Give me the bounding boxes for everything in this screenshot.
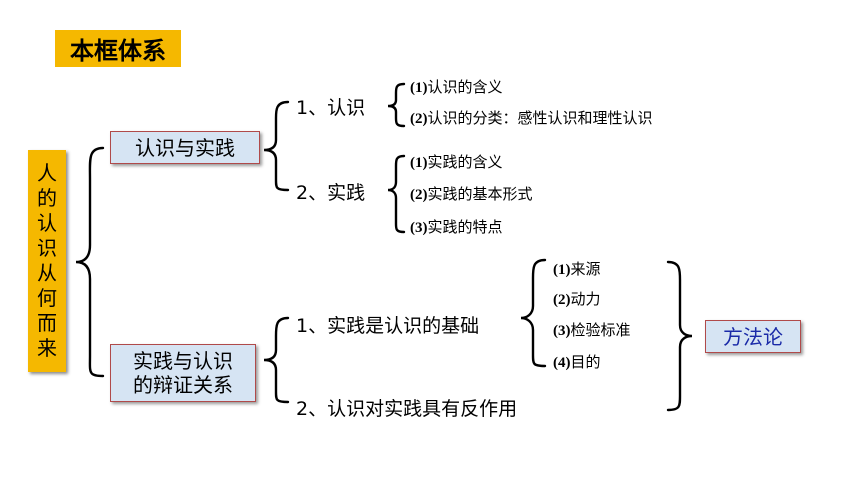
basis-item: (2)动力 [553,290,601,308]
dialectic-line-2: 的辩证关系 [133,373,233,397]
root-topic-box: 人 的 认 识 从 何 而 来 [28,150,66,372]
cognition-item: (2)认识的分类：感性认识和理性认识 [410,109,653,127]
root-char: 的 [37,186,57,210]
practice-item: (1)实践的含义 [410,153,503,171]
reaction-label: 2、认识对实践具有反作用 [296,398,518,420]
cognition-item: (1)认识的含义 [410,78,503,96]
practice-label: 2、实践 [296,182,366,204]
dialectic-brace [263,316,290,404]
basis-item: (3)检验标准 [553,321,631,339]
dialectic-relation-box: 实践与认识 的辩证关系 [110,344,256,402]
basis-label: 1、实践是认识的基础 [296,315,480,337]
root-char: 人 [37,161,57,185]
root-char: 来 [37,336,57,360]
method-box: 方法论 [705,320,801,353]
root-brace [75,146,105,378]
cognition-label: 1、认识 [296,97,366,119]
root-char: 何 [37,286,57,310]
root-char: 认 [37,211,57,235]
basis-item: (1)来源 [553,260,601,278]
practice-item: (2)实践的基本形式 [410,185,533,203]
practice-cognition-box: 认识与实践 [110,131,260,164]
method-brace [666,260,693,412]
practice-item: (3)实践的特点 [410,218,503,236]
basis-item: (4)目的 [553,353,601,371]
root-char: 从 [37,261,57,285]
basis-brace [520,258,547,368]
practice-brace [387,154,406,234]
root-char: 而 [37,311,57,335]
page-title: 本框体系 [55,30,181,67]
root-char: 识 [37,236,57,260]
cognition-brace [387,82,406,128]
practice-cognition-brace [263,100,290,192]
dialectic-line-1: 实践与认识 [133,349,233,373]
